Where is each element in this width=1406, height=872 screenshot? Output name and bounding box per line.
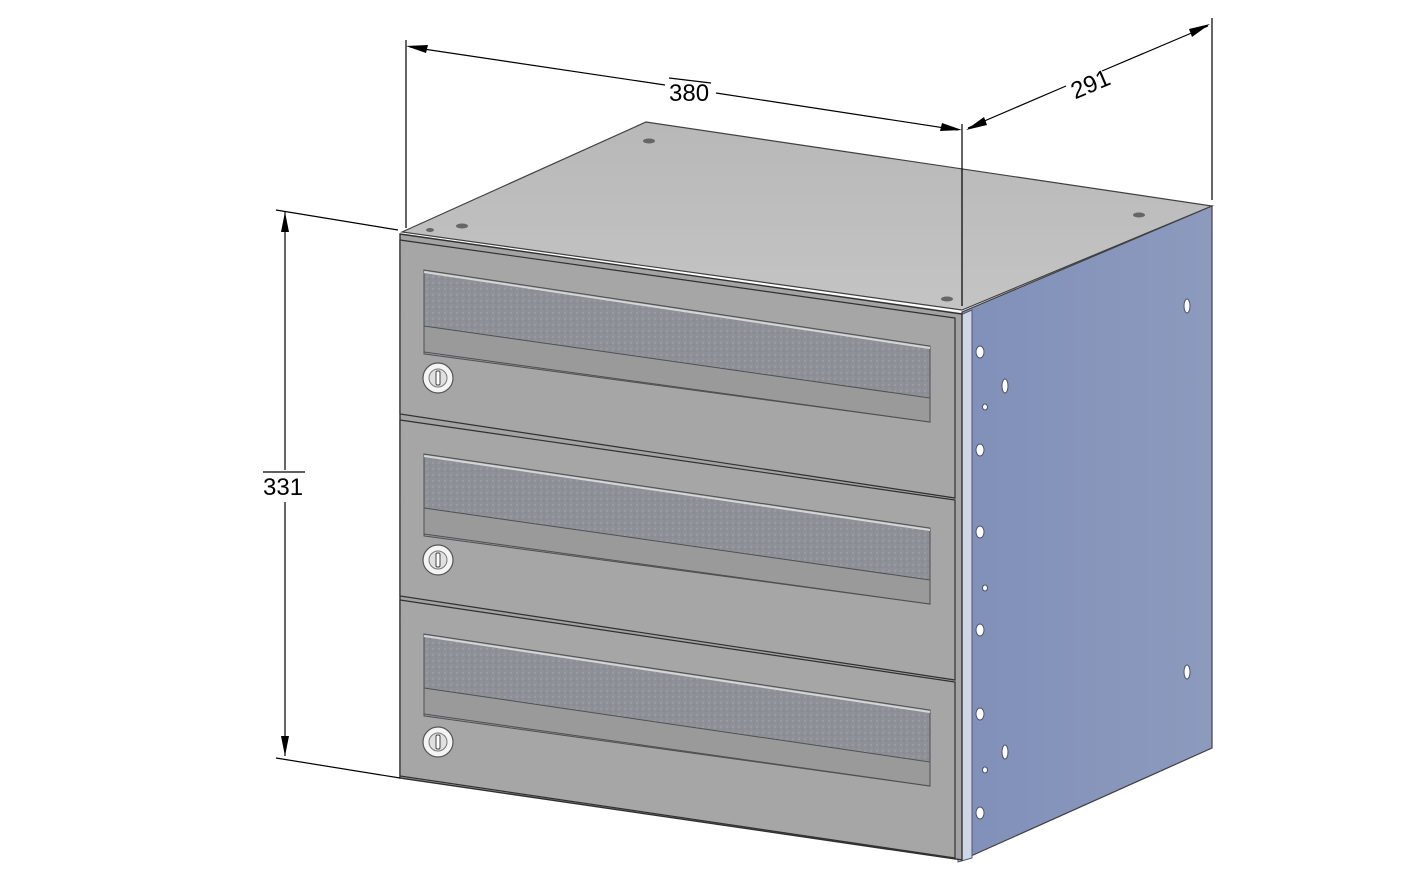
compartment-2: [399, 419, 956, 681]
depth-dimension: 291: [966, 18, 1213, 200]
width-label: 380: [669, 80, 709, 107]
slot-flap: [423, 325, 931, 423]
height-label: 331: [263, 474, 303, 501]
height-dimension: 331: [263, 209, 401, 779]
lock-icon[interactable]: [422, 362, 454, 394]
top-hole: [1133, 212, 1145, 218]
top-hole: [426, 228, 434, 232]
depth-label: 291: [1067, 64, 1114, 105]
top-hole: [643, 138, 655, 144]
compartment-3: [399, 599, 956, 859]
slot-flap: [423, 507, 931, 605]
width-dimension: 380: [405, 40, 963, 306]
lock-icon[interactable]: [422, 726, 454, 758]
side-panel: [961, 205, 1213, 861]
slot-flap: [423, 687, 931, 787]
side-holes: [975, 298, 1191, 820]
top-hole: [456, 223, 468, 229]
compartment-1: [399, 239, 956, 499]
lock-icon[interactable]: [422, 544, 454, 576]
top-hole: [941, 296, 953, 302]
